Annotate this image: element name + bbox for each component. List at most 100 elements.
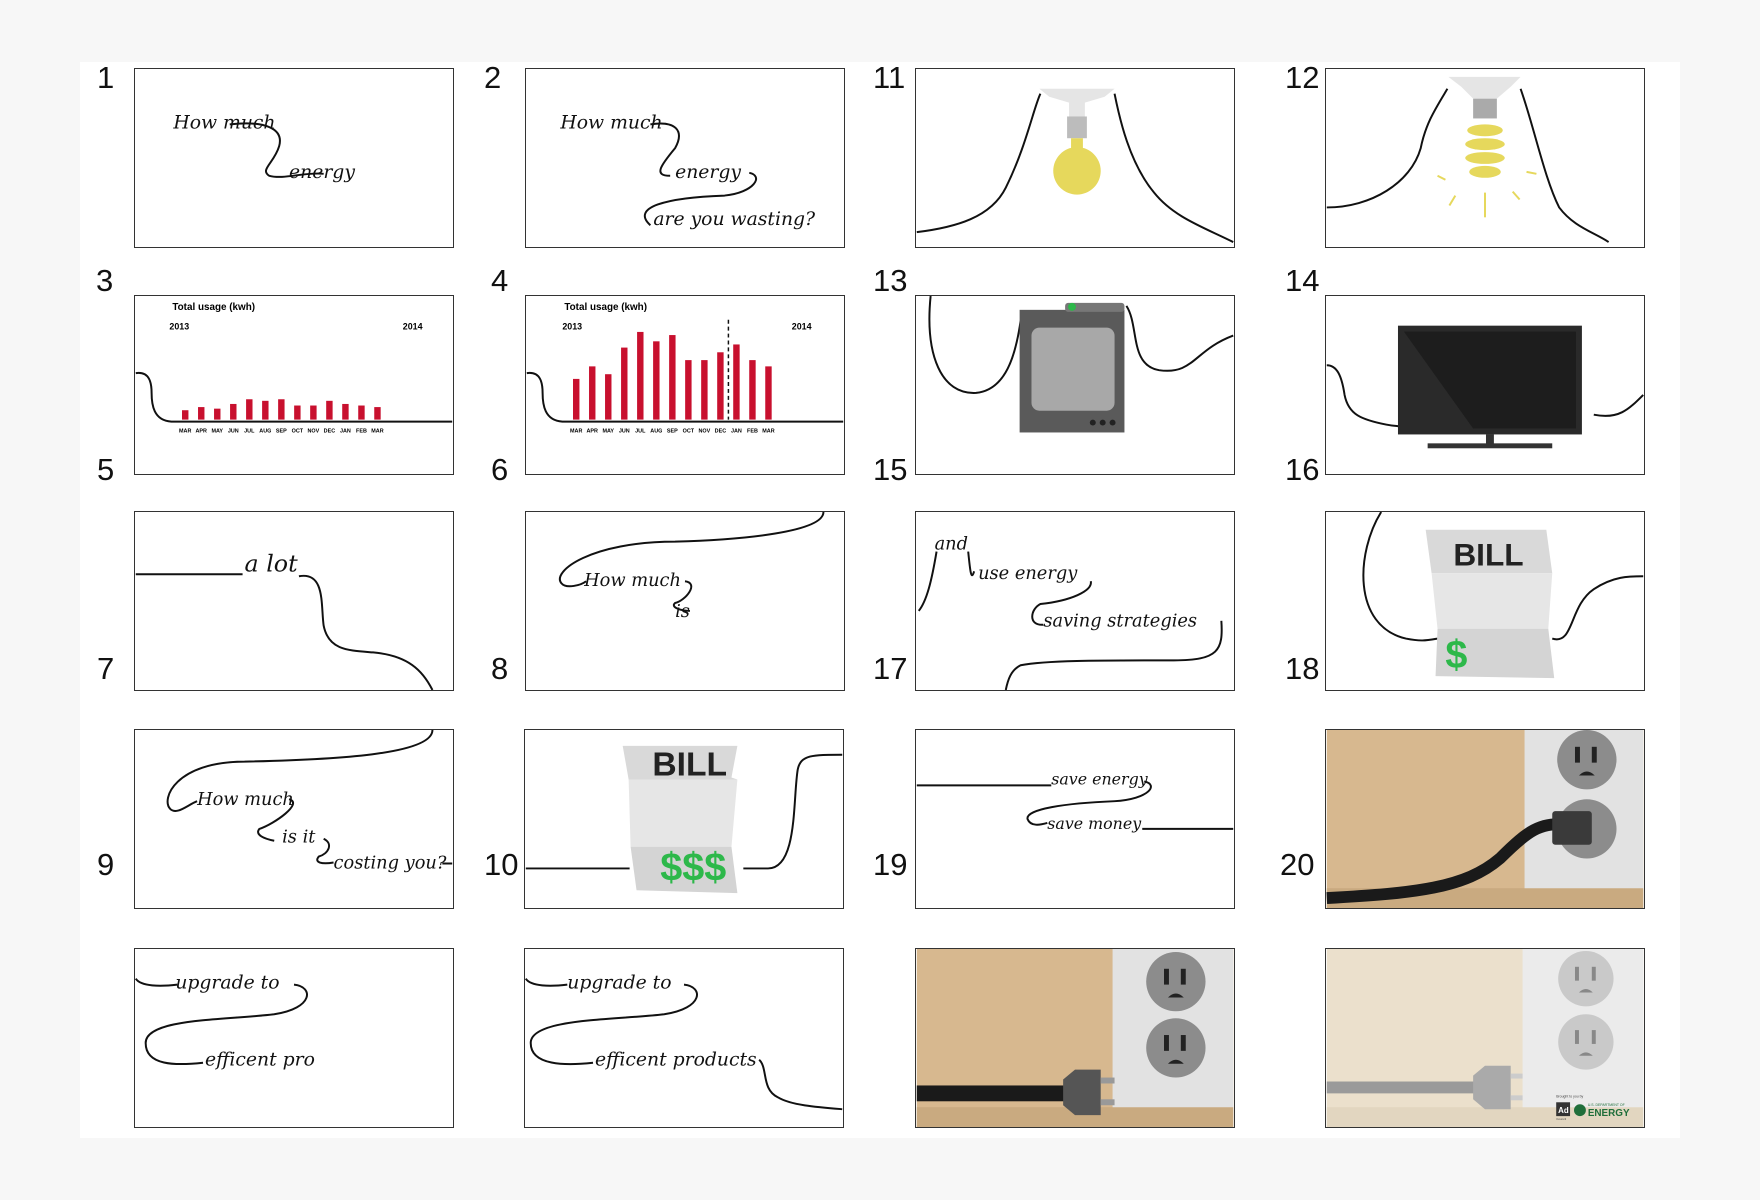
month-tick-label: SEP <box>667 428 678 434</box>
usage-bar <box>573 378 580 420</box>
panel-number: 10 <box>484 847 519 882</box>
month-tick-label: OCT <box>683 428 695 434</box>
plug-prong <box>1510 1073 1523 1079</box>
panel-number: 11 <box>873 60 906 95</box>
caption-line: costing you? <box>334 852 447 873</box>
month-tick-label: MAR <box>570 428 582 434</box>
year-label-end: 2014 <box>792 322 812 332</box>
usage-bar <box>733 344 740 420</box>
frame-10: upgrade to efficent products <box>524 948 844 1128</box>
outlet-socket-top <box>1557 730 1617 790</box>
plug-prong <box>1100 1077 1115 1084</box>
bill-bottom-fold <box>1435 628 1555 679</box>
panel-number: 19 <box>873 847 908 882</box>
caption-line: efficent pro <box>205 1050 315 1071</box>
usage-bar <box>230 403 237 420</box>
usage-bar <box>358 405 365 420</box>
month-tick-label: DEC <box>324 428 336 434</box>
usage-bar <box>342 403 349 420</box>
panel-number: 12 <box>1285 60 1320 95</box>
plug <box>1552 811 1592 845</box>
light-rays <box>1437 170 1537 218</box>
usage-bar <box>294 405 301 420</box>
caption-line: How much <box>559 112 662 133</box>
month-tick-label: NOV <box>308 428 320 434</box>
month-tick-label: MAR <box>371 428 383 434</box>
storyboard-sheet: 1 2 3 4 5 6 7 8 9 10 11 12 13 14 15 16 1… <box>80 62 1680 1138</box>
frame-1: How much energy <box>134 68 454 248</box>
frame-13-old-tv <box>915 295 1235 475</box>
usage-bar <box>637 331 644 420</box>
chart-title: Total usage (kwh) <box>564 302 647 313</box>
bulb-socket <box>1448 76 1521 99</box>
power-cord <box>1326 818 1565 905</box>
panel-number: 1 <box>97 60 115 95</box>
month-tick-label: SEP <box>276 428 287 434</box>
frame-15: and use energy saving strategies <box>915 511 1235 691</box>
month-tick-label: MAR <box>762 428 774 434</box>
bulb-base <box>1067 116 1087 139</box>
outlet-socket-top <box>1146 951 1206 1012</box>
caption-line: is it <box>282 827 316 848</box>
month-tick-label: APR <box>196 428 208 434</box>
month-tick-label: NOV <box>699 428 711 434</box>
usage-bar <box>685 360 692 420</box>
frame-17: save energy save money <box>915 729 1235 909</box>
panel-number: 15 <box>873 452 908 487</box>
doe-wordmark: ENERGY <box>1588 1108 1630 1119</box>
usage-bar <box>246 399 253 420</box>
outlet-socket-bottom <box>1146 1018 1206 1078</box>
panel-number: 7 <box>97 651 115 686</box>
frame-11-bulb <box>915 68 1235 248</box>
ad-logo-text: Ad <box>1558 1106 1569 1115</box>
frame-9: upgrade to efficent pro <box>134 948 454 1128</box>
frame-16-bill: BILL $ <box>1325 511 1645 691</box>
panel-number: 13 <box>873 263 908 298</box>
plug-prong <box>1100 1099 1115 1106</box>
panel-number: 18 <box>1285 651 1320 686</box>
panel-number: 6 <box>491 452 509 487</box>
power-cord <box>1326 1081 1476 1094</box>
month-tick-label: MAR <box>179 428 191 434</box>
usage-bar <box>669 335 676 420</box>
tv-screen <box>1403 331 1576 429</box>
caption-line: and <box>935 534 968 555</box>
usage-bar <box>653 341 660 420</box>
money-symbols: $$$ <box>660 845 726 889</box>
frame-19-outlet-unplugged <box>915 948 1235 1128</box>
usage-bar <box>182 410 189 420</box>
panel-number: 16 <box>1285 452 1320 487</box>
caption-a-lot: a lot <box>245 549 299 577</box>
usage-bar <box>278 399 285 420</box>
credit-text: Brought to you by <box>1556 1094 1583 1098</box>
frame-6: How much is <box>525 511 845 691</box>
frame-8-bill: BILL $$$ <box>524 729 844 909</box>
caption-line: energy <box>675 162 741 183</box>
usage-bar <box>326 400 333 420</box>
plug <box>1063 1069 1101 1116</box>
bill-bottom-fold <box>630 846 738 894</box>
month-tick-label: JAN <box>731 428 742 434</box>
month-tick-label: DEC <box>715 428 727 434</box>
tv-power-light <box>1068 302 1076 311</box>
month-tick-label: JAN <box>340 428 351 434</box>
month-tick-label: JUL <box>244 428 255 434</box>
frame-12-cfl <box>1325 68 1645 248</box>
cfl-bulb-icon <box>1465 124 1505 178</box>
ad-council-text: Council <box>1556 1117 1566 1121</box>
frame-5: a lot <box>134 511 454 691</box>
usage-bar <box>262 400 269 420</box>
caption-line: save money <box>1047 814 1142 833</box>
month-tick-label: AUG <box>650 428 662 434</box>
frame-7: How much is it costing you? <box>134 729 454 909</box>
plug-prong <box>1510 1095 1523 1101</box>
bulb-icon <box>1053 147 1101 195</box>
bill-label: BILL <box>1453 536 1523 572</box>
bulb-neck <box>1071 138 1083 153</box>
bulb-socket <box>1039 88 1115 117</box>
panel-number: 4 <box>491 263 509 298</box>
usage-bar <box>310 405 317 420</box>
month-tick-label: AUG <box>259 428 271 434</box>
frame-18-outlet-plugged <box>1325 729 1645 909</box>
